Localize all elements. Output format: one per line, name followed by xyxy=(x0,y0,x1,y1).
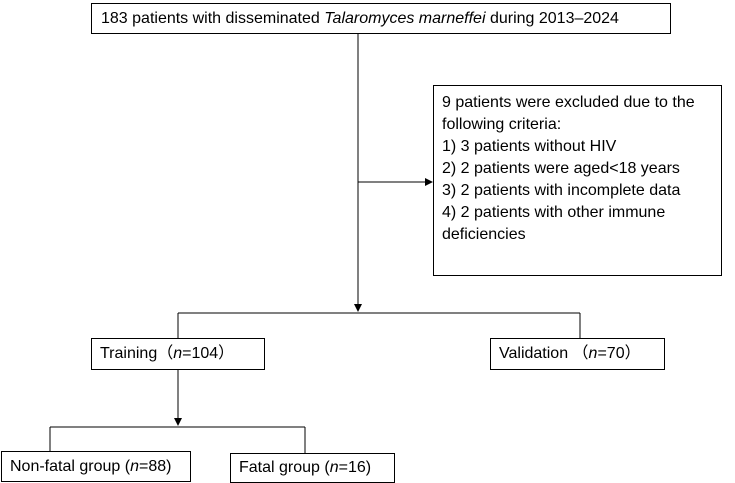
exclusion-line: following criteria: xyxy=(442,116,562,133)
validation-label: Validation （ xyxy=(499,345,589,362)
exclusion-criterion: 4) 2 patients with other immune xyxy=(442,204,666,221)
exclusion-criterion: 2) 2 patients were aged<18 years xyxy=(442,160,680,177)
cohort-species-name: Talaromyces marneffei xyxy=(324,9,486,27)
validation-box: Validation （ n =70） xyxy=(490,338,665,370)
training-label: Training（ xyxy=(100,345,174,362)
cohort-box: 183 patients with disseminated Talaromyc… xyxy=(91,3,671,34)
fatal-label: Fatal group ( xyxy=(239,459,330,476)
nonfatal-count: =88) xyxy=(138,457,172,475)
fatal-n-symbol: n xyxy=(329,459,339,476)
cohort-text-suffix: during 2013–2024 xyxy=(485,9,619,27)
training-box: Training（ n =104） xyxy=(91,338,265,370)
exclusion-box: 9 patients were excluded due to the foll… xyxy=(433,85,722,276)
exclusion-criterion: 1) 3 patients without HIV xyxy=(442,138,617,155)
validation-n-symbol: n xyxy=(588,345,598,362)
exclusion-line: 9 patients were excluded due to the xyxy=(442,94,695,111)
exclusion-criterion: 3) 2 patients with incomplete data xyxy=(442,182,681,199)
nonfatal-n-symbol: n xyxy=(130,457,139,475)
training-count: =104） xyxy=(182,345,235,362)
cohort-text-prefix: 183 patients with disseminated xyxy=(101,9,325,27)
fatal-count: =16) xyxy=(338,459,372,476)
nonfatal-label: Non-fatal group ( xyxy=(10,457,131,475)
exclusion-line: deficiencies xyxy=(442,226,526,243)
validation-count: =70） xyxy=(597,345,641,362)
fatal-group-box: Fatal group ( n =16) xyxy=(230,453,395,483)
training-n-symbol: n xyxy=(173,345,183,362)
nonfatal-group-box: Non-fatal group ( n =88) xyxy=(1,451,191,482)
